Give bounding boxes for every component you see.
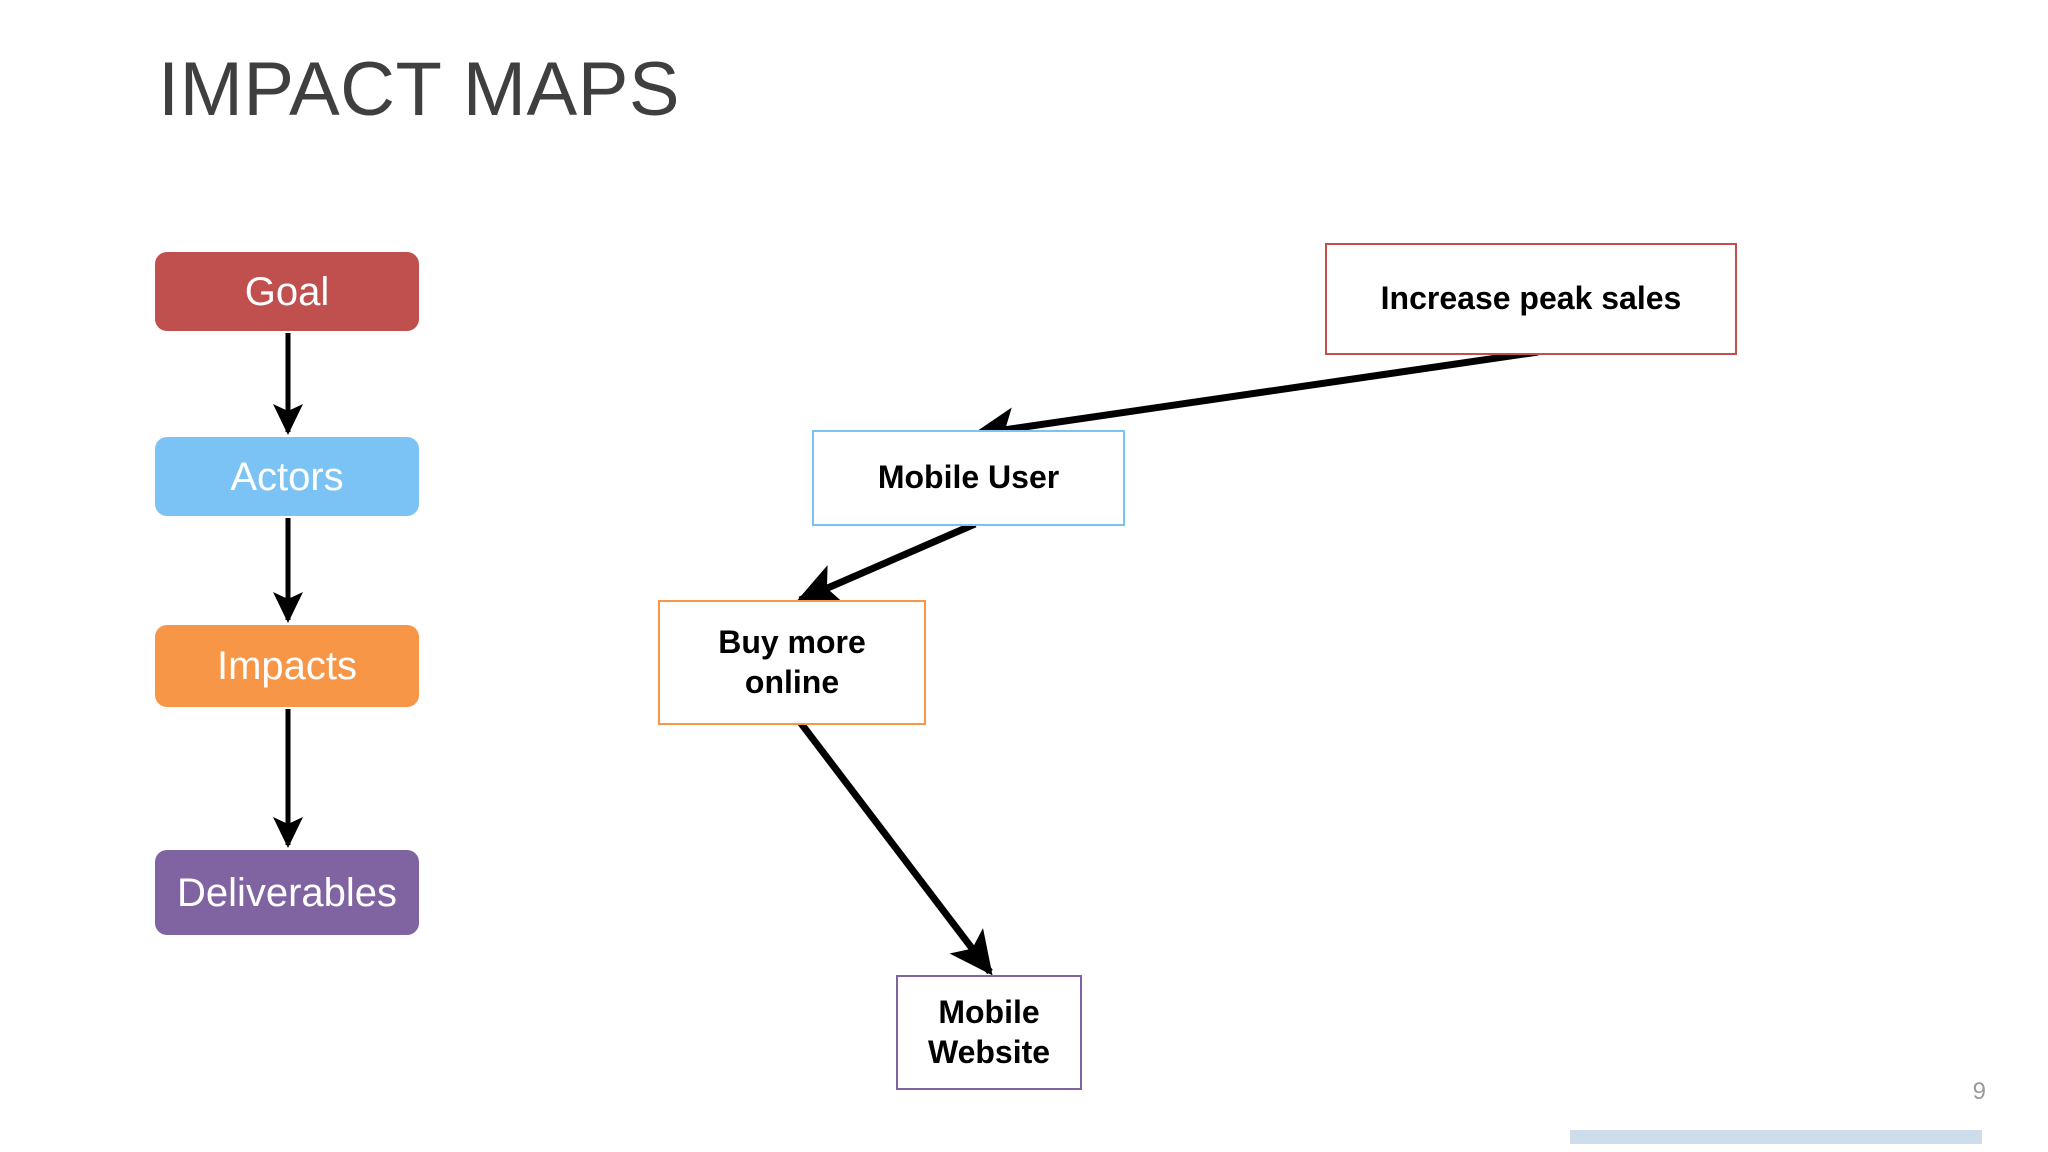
legend-box-label: Deliverables [176,870,398,915]
node-label: Mobile Website [927,994,1051,1070]
page-number: 9 [1972,1078,1986,1105]
legend-box-label: Goal [244,269,330,314]
footer-accent-bar [1570,1130,1982,1144]
node-mobile-website[interactable]: Mobile Website [896,975,1082,1090]
node-label: Increase peak sales [1380,280,1682,317]
edge-mobile-user-to-buy-more-online [796,520,977,604]
legend-box-actors[interactable]: Actors [155,437,419,516]
node-mobile-user[interactable]: Mobile User [812,430,1125,526]
page-title: IMPACT MAPS [158,47,681,132]
legend-box-label: Impacts [216,644,358,688]
node-buy-more-online[interactable]: Buy more online [658,600,926,725]
edge-increase-peak-sales-to-mobile-user [971,348,1539,450]
node-increase-peak-sales[interactable]: Increase peak sales [1325,243,1737,355]
node-label: Buy more online [718,624,866,700]
legend-box-goal[interactable]: Goal [155,252,419,331]
edge-buy-more-online-to-mobile-website [797,719,993,976]
node-label: Mobile User [877,459,1060,496]
legend-box-label: Actors [230,454,344,499]
legend-box-impacts[interactable]: Impacts [155,625,419,707]
legend-box-deliverables[interactable]: Deliverables [155,850,419,935]
